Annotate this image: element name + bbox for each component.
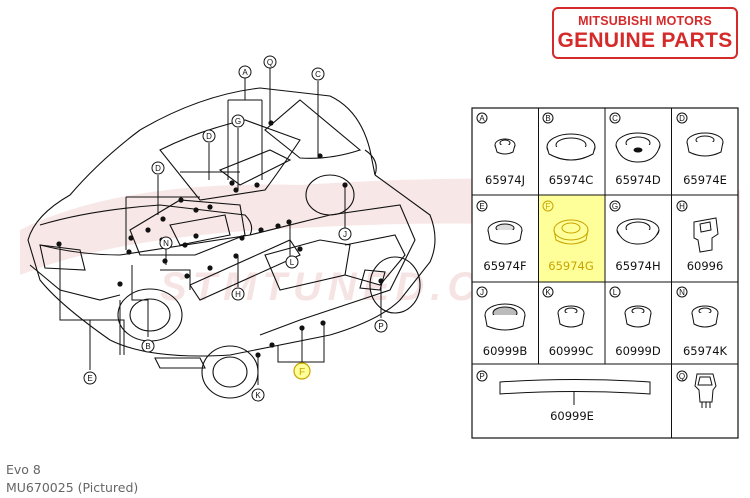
part-cell-b[interactable]: B 65974C <box>542 112 596 187</box>
clip-icon <box>694 373 717 408</box>
svg-text:L: L <box>613 288 618 297</box>
svg-text:E: E <box>479 202 484 211</box>
svg-text:60996: 60996 <box>687 259 724 273</box>
svg-text:65974C: 65974C <box>549 173 594 187</box>
svg-text:A: A <box>242 68 248 77</box>
svg-text:K: K <box>545 288 551 297</box>
svg-text:60999E: 60999E <box>550 409 594 423</box>
callout-g[interactable]: G <box>231 114 245 128</box>
callout-d-lower[interactable]: D <box>151 161 165 175</box>
callout-k[interactable]: K <box>251 388 265 402</box>
svg-text:J: J <box>480 288 484 297</box>
callout-q[interactable]: Q <box>263 55 277 69</box>
grommet-icon <box>691 305 719 328</box>
svg-text:65974E: 65974E <box>683 173 727 187</box>
svg-text:Q: Q <box>679 372 685 381</box>
svg-text:P: P <box>479 372 484 381</box>
svg-text:C: C <box>315 70 321 79</box>
svg-text:65974D: 65974D <box>615 173 661 187</box>
clip-icon <box>693 217 719 253</box>
grommet-icon <box>487 220 523 245</box>
svg-text:65974G: 65974G <box>548 259 594 273</box>
svg-text:D: D <box>679 114 685 123</box>
svg-text:65974J: 65974J <box>485 173 525 187</box>
vehicle-callouts: A Q C G D D N J L H B E K F P <box>83 55 388 402</box>
part-cell-l[interactable]: L 60999D <box>609 286 661 358</box>
grommet-icon <box>557 305 585 328</box>
genuine-parts-badge: MITSUBISHI MOTORS GENUINE PARTS <box>552 7 738 59</box>
part-cell-f[interactable]: F 65974G <box>542 200 594 273</box>
leader-lines <box>59 68 382 385</box>
part-caption: MU670025 (Pictured) <box>6 480 139 495</box>
callout-j[interactable]: J <box>338 227 352 241</box>
parts-table: A 65974J B 65974C C 65974D D 65974E E 65… <box>471 107 739 439</box>
svg-text:N: N <box>679 288 685 297</box>
svg-text:D: D <box>206 132 212 141</box>
svg-text:L: L <box>290 258 295 267</box>
callout-p[interactable]: P <box>374 319 388 333</box>
grommet-icon <box>546 133 596 161</box>
callout-d-upper[interactable]: D <box>202 129 216 143</box>
part-cell-k[interactable]: K 60999C <box>542 286 594 358</box>
svg-text:60999D: 60999D <box>615 344 661 358</box>
svg-text:B: B <box>545 114 550 123</box>
part-cell-h[interactable]: H 60996 <box>676 200 724 273</box>
callout-h[interactable]: H <box>231 287 245 301</box>
svg-text:F: F <box>299 367 305 378</box>
part-cell-e[interactable]: E 65974F <box>476 200 527 273</box>
model-caption: Evo 8 <box>6 462 41 477</box>
badge-title: GENUINE PARTS <box>557 29 733 52</box>
svg-text:G: G <box>612 202 618 211</box>
svg-text:65974H: 65974H <box>615 259 660 273</box>
svg-text:Q: Q <box>267 58 273 67</box>
grommet-icon <box>553 219 589 245</box>
svg-text:C: C <box>612 114 618 123</box>
svg-text:P: P <box>378 322 383 331</box>
grommet-icon <box>686 132 724 157</box>
grommet-icon <box>616 218 660 245</box>
callout-b[interactable]: B <box>141 339 155 353</box>
svg-text:65974K: 65974K <box>683 344 728 358</box>
part-cell-d[interactable]: D 65974E <box>676 112 727 187</box>
callout-a[interactable]: A <box>238 65 252 79</box>
svg-text:H: H <box>235 290 241 299</box>
callout-l[interactable]: L <box>285 255 299 269</box>
grommet-icon <box>624 305 652 328</box>
svg-text:B: B <box>145 342 150 351</box>
grommet-icon <box>484 303 526 331</box>
part-cell-p[interactable]: P 60999E <box>476 370 651 423</box>
seal-strip-icon <box>499 379 651 395</box>
part-cell-q[interactable]: Q <box>676 370 717 408</box>
callout-n[interactable]: N <box>159 236 173 250</box>
svg-text:F: F <box>546 202 551 211</box>
part-cell-n[interactable]: N 65974K <box>676 286 728 358</box>
svg-text:G: G <box>235 117 241 126</box>
svg-text:H: H <box>679 202 685 211</box>
svg-text:65974F: 65974F <box>483 259 526 273</box>
svg-text:D: D <box>155 164 161 173</box>
car-illustration <box>27 87 436 399</box>
grommet-markers <box>56 120 384 358</box>
callout-f[interactable]: F <box>293 362 311 380</box>
svg-text:E: E <box>87 374 92 383</box>
grommet-icon <box>494 138 516 155</box>
part-cell-c[interactable]: C 65974D <box>609 112 661 187</box>
svg-text:A: A <box>479 114 485 123</box>
callout-c[interactable]: C <box>311 67 325 81</box>
svg-text:N: N <box>163 239 169 248</box>
badge-brand: MITSUBISHI MOTORS <box>578 14 712 28</box>
part-cell-g[interactable]: G 65974H <box>609 200 661 273</box>
part-cell-j[interactable]: J 60999B <box>476 286 528 358</box>
part-cell-a[interactable]: A 65974J <box>476 112 525 187</box>
svg-text:K: K <box>255 391 261 400</box>
svg-text:60999B: 60999B <box>483 344 528 358</box>
svg-text:J: J <box>343 230 347 239</box>
svg-text:60999C: 60999C <box>549 344 594 358</box>
grommet-icon <box>615 132 661 163</box>
callout-e[interactable]: E <box>83 371 97 385</box>
